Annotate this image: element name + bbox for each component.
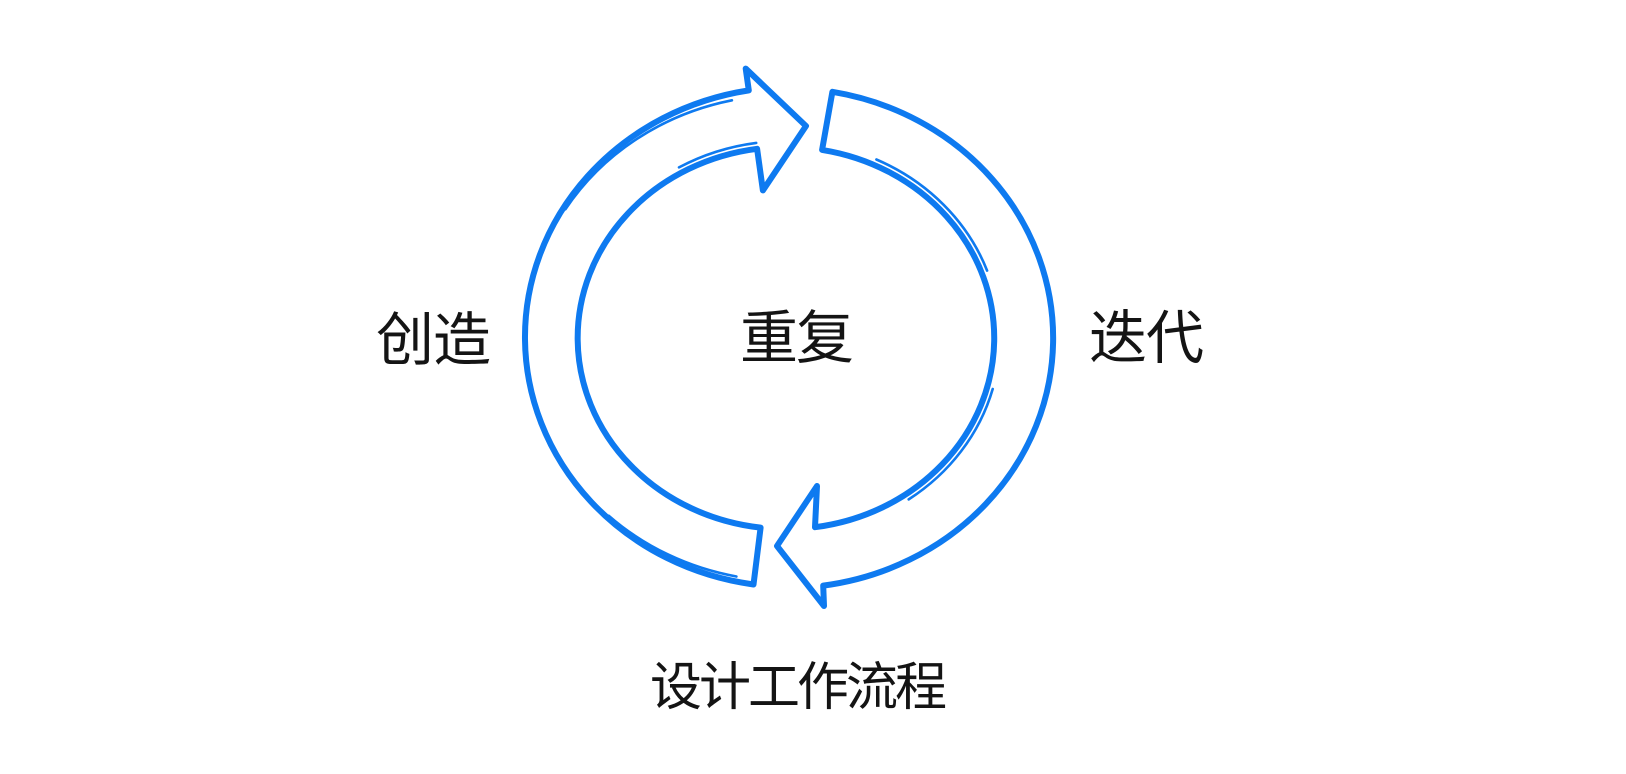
bottom-arrow-icon (774, 88, 1057, 609)
label-repeat: 重复 (739, 304, 854, 372)
label-iterate: 迭代 (1088, 304, 1204, 372)
diagram-title: 设计工作流程 (649, 658, 947, 718)
label-create: 创造 (375, 306, 491, 374)
top-arrow-icon (521, 65, 809, 588)
